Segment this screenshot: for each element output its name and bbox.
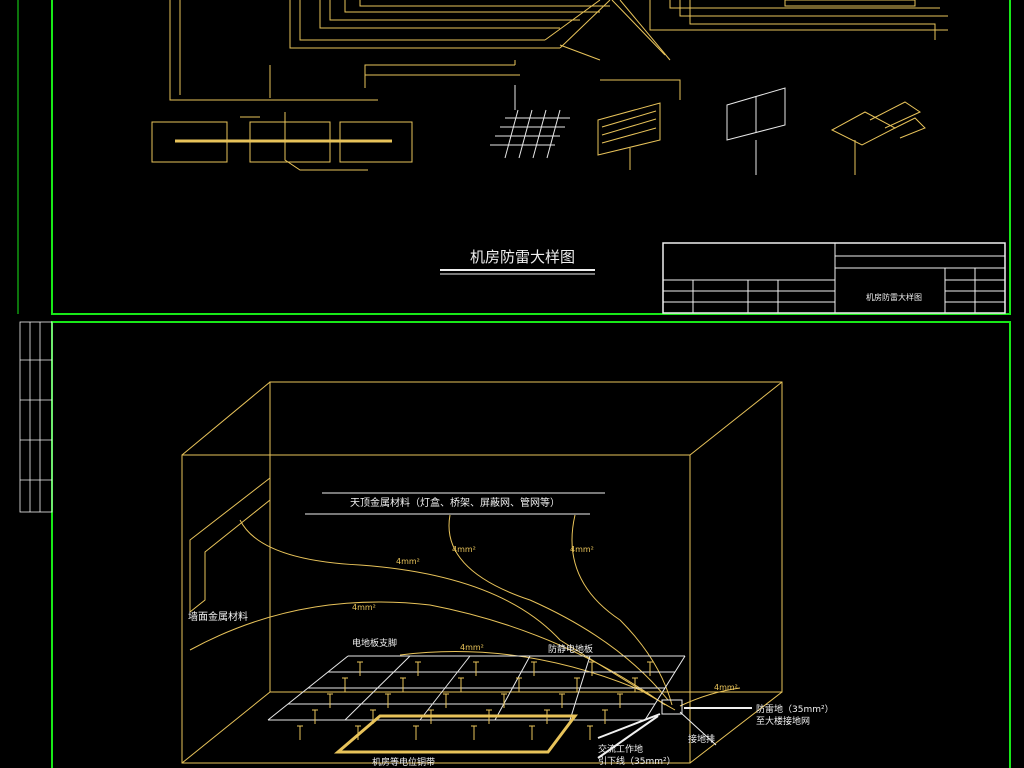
title-block-drawing-title: 机房防雷大样图: [866, 292, 922, 302]
floor-pedestals: [297, 661, 653, 740]
grounding-bar: [597, 699, 752, 759]
ceiling-material: 天顶金属材料（灯盒、桥架、屏蔽网、管网等）: [305, 492, 605, 515]
top-sheet-title: 机房防雷大样图: [470, 248, 575, 266]
work-ground-label: 交流工作地: [598, 743, 643, 755]
cable-size-label-3: 4mm²: [570, 545, 594, 554]
bottom-sheet-frame: [51, 321, 1011, 768]
title-block: 机房防雷大样图: [662, 242, 1006, 314]
cable-size-label-4: 4mm²: [352, 603, 376, 612]
equipotential-copper-strip: [333, 714, 578, 754]
raised-floor-grid: [267, 655, 686, 721]
cable-size-label-5: 4mm²: [460, 643, 484, 652]
cabinet-panel: [597, 79, 681, 170]
ground-grid-mesh: [490, 85, 570, 159]
top-sheet-frame: [51, 0, 1011, 315]
top-wiring: [169, 0, 948, 101]
ceiling-frame: [830, 101, 926, 175]
wall-material-label: 墙面金属材料: [188, 610, 248, 623]
cable-size-label-2: 4mm²: [452, 545, 476, 554]
bonding-cables: [189, 514, 741, 711]
cable-size-label-1: 4mm²: [396, 557, 420, 566]
lightning-ground-label: 防雷地（35mm²）: [756, 703, 834, 715]
antistatic-floor-label: 防静电地板: [548, 643, 593, 655]
window-frames: [726, 87, 786, 175]
ceiling-material-label: 天顶金属材料（灯盒、桥架、屏蔽网、管网等）: [350, 496, 560, 509]
cable-size-label-6: 4mm²: [714, 683, 738, 692]
margin-strip: [19, 321, 53, 513]
copper-strip-label: 机房等电位铜带: [372, 756, 435, 768]
floor-bracket-label: 电地板支脚: [352, 637, 397, 649]
room-box: [181, 381, 783, 764]
downlead-label: 引下线（35mm²）: [598, 755, 676, 767]
grounding-bar-label: 接地排: [688, 733, 715, 745]
ground-trench-sections: [151, 112, 413, 171]
top-sheet: 机房防雷大样图 机房防雷大样图: [17, 0, 1011, 315]
building-ground-label: 至大楼接地网: [756, 715, 810, 727]
bottom-sheet: 天顶金属材料（灯盒、桥架、屏蔽网、管网等） 4mm² 4mm² 4mm² 4mm…: [19, 321, 1011, 768]
